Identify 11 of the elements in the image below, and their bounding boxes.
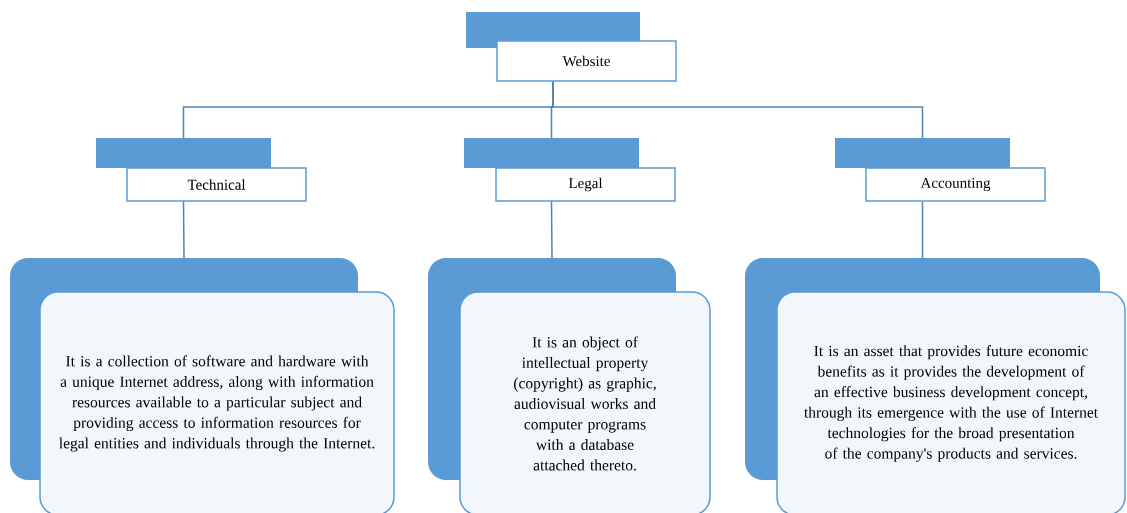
heading-box: Technical (96, 138, 307, 202)
description-box: It is an asset that provides future economic benefits as it provides the development of an effective business development concept, through its emergence with the use of Internet technologies for the broad presentation of the company's products and services. (745, 258, 1126, 513)
connector-line (182, 201, 185, 259)
connector-line (921, 201, 924, 259)
description-box: It is a collection of software and hardware with a unique Internet address, along with information resources available to a particular subject and providing access to information resources for legal entities and individuals through the Internet. (10, 258, 395, 513)
connector-line (550, 201, 553, 259)
connector-line (552, 81, 924, 139)
heading-box: Accounting (835, 138, 1046, 202)
description-box: It is an object of intellectual property (copyright) as graphic, audiovisual works and computer programs with a database attached thereto. (428, 258, 711, 513)
heading-box: Website (466, 12, 677, 82)
heading-box: Legal (464, 138, 676, 202)
